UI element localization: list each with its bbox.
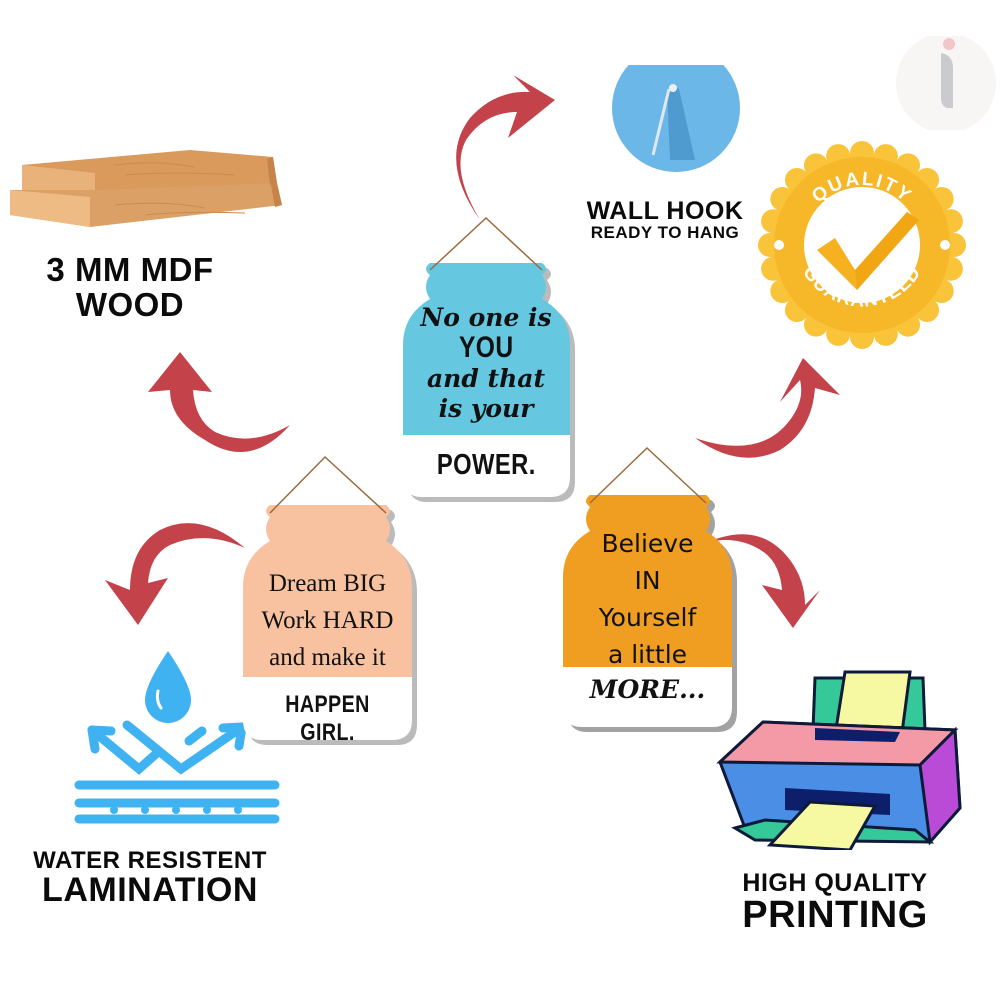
sign-happen-girl-line2: Work HARD <box>261 607 394 634</box>
printer-icon <box>716 670 962 852</box>
wall-hook-icon <box>612 65 740 172</box>
arrow-to-quality-icon <box>695 358 840 458</box>
lamination-label-line2: LAMINATION <box>42 871 258 910</box>
sign-power-line4: is your <box>438 394 534 423</box>
printing-feature: HIGH QUALITY PRINTING <box>715 670 975 945</box>
sign-power-line1: No one is <box>420 303 552 332</box>
mdf-label-line2: WOOD <box>75 285 185 323</box>
sign-power-footer: POWER. <box>436 449 536 481</box>
sign-power-line3: and that <box>426 364 546 393</box>
sign-believe-line4: a little <box>607 640 688 669</box>
sign-happen-girl-footer: HAPPEN GIRL. <box>285 691 370 746</box>
sign-happen-girl-line3: and make it <box>269 644 386 671</box>
quality-badge-icon: QUALITY GUARANTEED <box>758 141 966 349</box>
arrow-to-printing-icon <box>708 534 820 628</box>
sign-believe: Believe IN Yourself a little MORE... <box>560 445 737 732</box>
sign-power-shape <box>403 216 575 502</box>
quality-feature: QUALITY GUARANTEED <box>757 140 967 350</box>
sign-happen-girl: Dream BIG Work HARD and make it HAPPEN G… <box>240 455 417 746</box>
water-resistant-icon <box>74 651 280 824</box>
printing-label-line1: HIGH QUALITY <box>742 869 928 897</box>
sign-believe-line1: Believe <box>601 529 694 558</box>
sign-believe-line3: Yourself <box>598 603 697 632</box>
sign-happen-girl-shape <box>243 455 417 745</box>
lamination-label-line1: WATER RESISTENT <box>33 847 267 874</box>
wall-hook-feature: WALL HOOK READY TO HANG <box>575 65 775 255</box>
arrow-to-lamination-icon <box>105 523 245 625</box>
sign-believe-footer: MORE... <box>589 675 706 704</box>
brand-logo <box>893 33 999 133</box>
wall-hook-label-line2: READY TO HANG <box>590 223 740 243</box>
sign-power: No one is YOU and that is your POWER. <box>400 215 575 502</box>
mdf-label-line1: 3 MM MDF <box>46 251 214 288</box>
printing-label-line2: PRINTING <box>742 894 928 937</box>
arrow-to-wall-hook-icon <box>456 75 555 220</box>
sign-happen-girl-line1: Dream BIG <box>268 570 387 597</box>
wall-hook-label-line1: WALL HOOK <box>586 197 744 225</box>
lamination-feature: WATER RESISTENT LAMINATION <box>33 645 295 915</box>
wood-planks-icon <box>10 150 282 227</box>
sign-believe-line2: IN <box>634 566 661 595</box>
sign-believe-shape <box>563 446 737 732</box>
mdf-feature: 3 MM MDF WOOD <box>5 145 295 325</box>
info-i-logo-icon <box>896 33 996 133</box>
arrow-to-mdf-icon <box>148 352 290 452</box>
sign-power-line2: YOU <box>458 331 514 364</box>
